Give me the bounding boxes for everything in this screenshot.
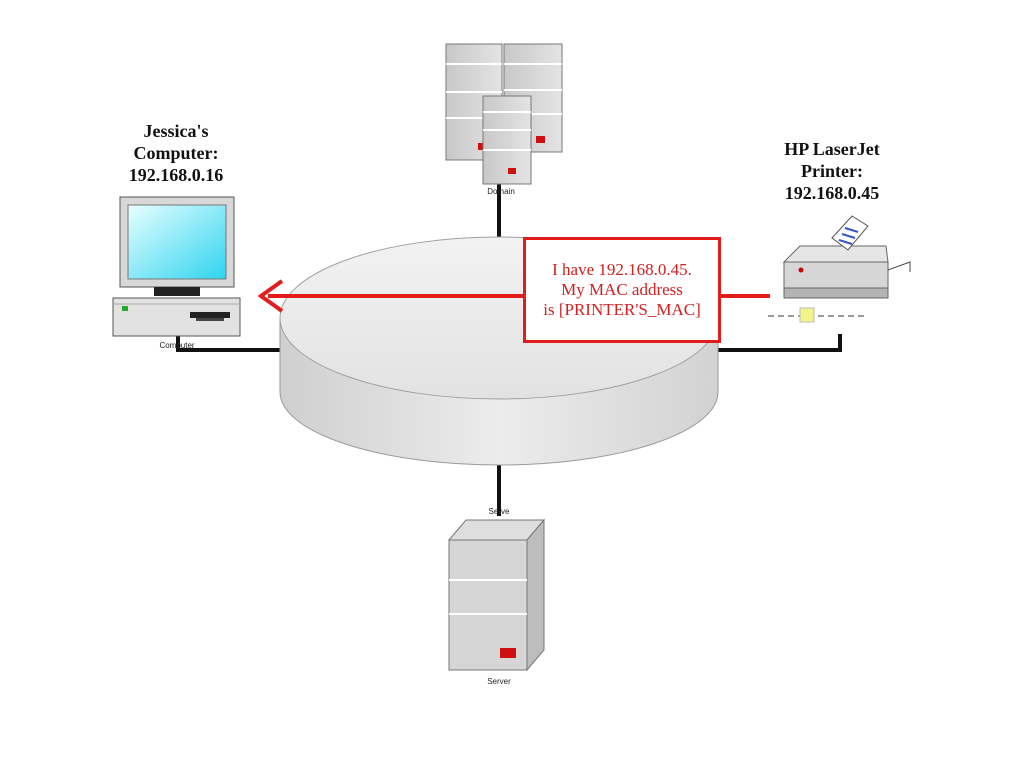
domain-caption: Domain [487,187,515,196]
network-hub [279,236,719,466]
computer-label: Jessica's Computer: 192.168.0.16 [128,121,224,185]
cable-printer [715,334,842,352]
server-icon [447,518,546,672]
server-top-caption: Serve [488,507,510,516]
mac-reply-message: I have 192.168.0.45. My MAC address is [… [523,237,721,343]
server-caption: Server [487,677,511,686]
computer-icon [112,196,241,337]
domain-server-icon [445,43,563,185]
computer-caption: Computer [159,341,195,350]
printer-icon [768,215,911,323]
mac-reply-text: I have 192.168.0.45. My MAC address is [… [543,260,701,319]
cable-computer [176,336,285,352]
printer-label: HP LaserJet Printer: 192.168.0.45 [784,139,880,203]
